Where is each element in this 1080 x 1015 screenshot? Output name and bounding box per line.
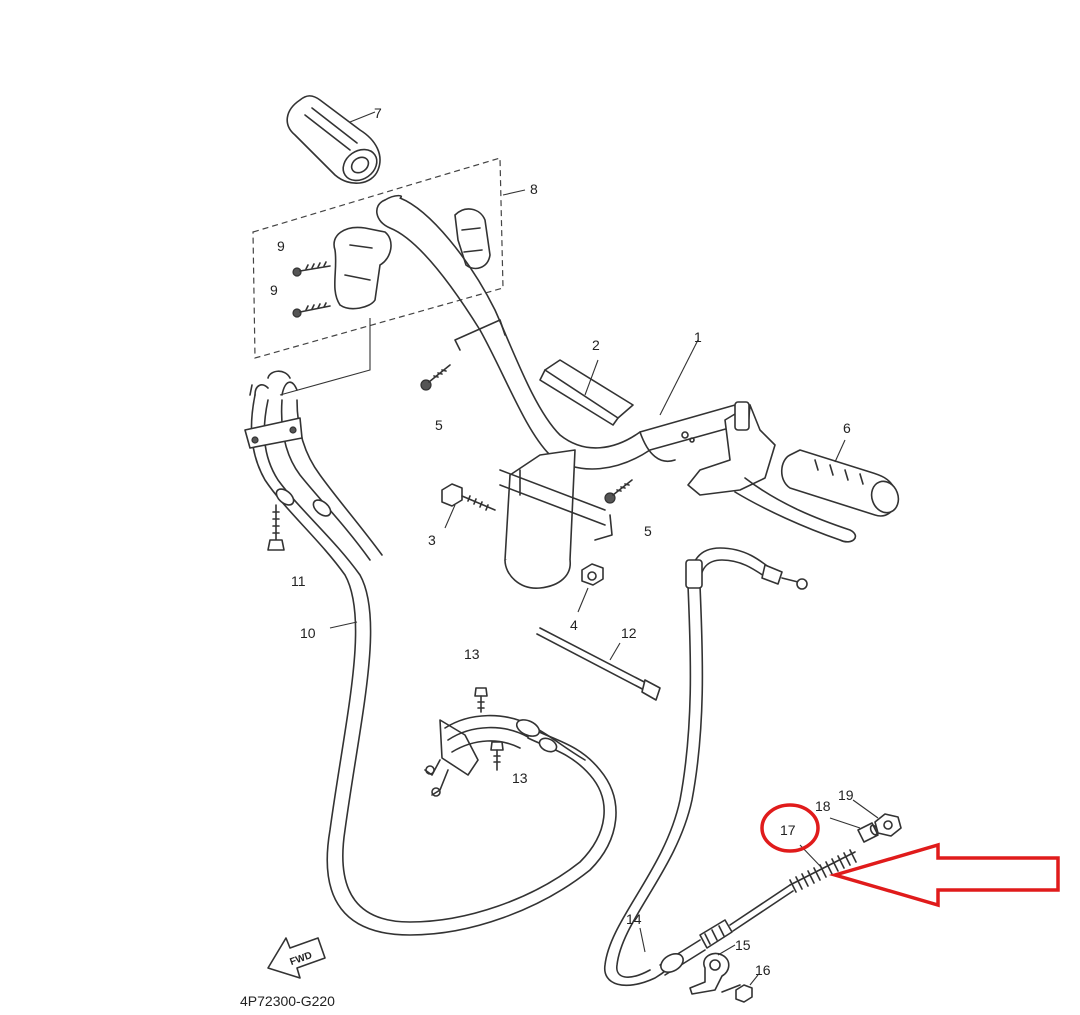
screw-13-upper [474,687,488,713]
handlebar-part-1 [376,194,741,470]
callout-8: 8 [530,181,538,197]
leader-switch-cable [279,318,371,396]
callout-16: 16 [755,962,771,978]
callout-1: 1 [694,329,702,345]
callout-14: 14 [626,911,642,927]
highlight-marker [760,803,1060,908]
screw-5-upper [420,364,451,391]
callout-10: 10 [300,625,316,641]
fwd-arrow-icon: FWD [267,937,326,979]
highlight-arrow-icon [828,842,1060,908]
clamp-part-15 [689,944,736,995]
grip-part-6 [780,439,900,517]
callout-3: 3 [428,532,436,548]
callout-19: 19 [838,787,854,803]
callout-12: 12 [621,625,637,641]
carb-linkage [424,714,586,797]
screw-5-lower [604,479,633,504]
drawing-code: 4P72300-G220 [240,993,335,1009]
grip-part-7 [286,95,381,184]
highlight-circle-17 [760,803,820,853]
cable-tie-part-12 [536,627,661,701]
handlebar-stem [499,449,613,589]
callout-13-lower: 13 [512,770,528,786]
callout-9-upper: 9 [277,238,285,254]
nut-part-4 [577,563,604,613]
callout-9-lower: 9 [270,282,278,298]
callout-7: 7 [374,105,382,121]
callout-2: 2 [592,337,600,353]
lever-holder [687,401,857,543]
screw-9-lower [292,302,331,318]
callout-11: 11 [291,573,306,589]
callout-13-upper: 13 [464,646,480,662]
callout-17: 17 [780,822,796,838]
callout-15: 15 [735,937,751,953]
bolt-part-3 [441,483,496,529]
screw-part-11 [267,504,285,551]
brake-cable-part-14 [604,547,808,987]
screw-9-upper [292,261,331,277]
switch-group-box-8 [252,157,526,359]
bolt-part-16 [721,974,759,1003]
callout-18: 18 [815,798,831,814]
spring-part-17 [789,844,857,893]
nut-part-19 [852,799,902,837]
callout-4: 4 [570,617,578,633]
switch-housing [333,208,491,310]
callout-5-lower: 5 [644,523,652,539]
callout-5-upper: 5 [435,417,443,433]
throttle-cable-part-10 [244,370,617,936]
pin-part-18 [829,817,879,843]
callout-labels: 1 2 3 4 5 5 6 7 8 9 9 10 11 12 13 13 14 … [270,105,854,978]
callout-6: 6 [843,420,851,436]
screw-13-lower [490,741,504,771]
sticker-part-2 [539,359,634,426]
